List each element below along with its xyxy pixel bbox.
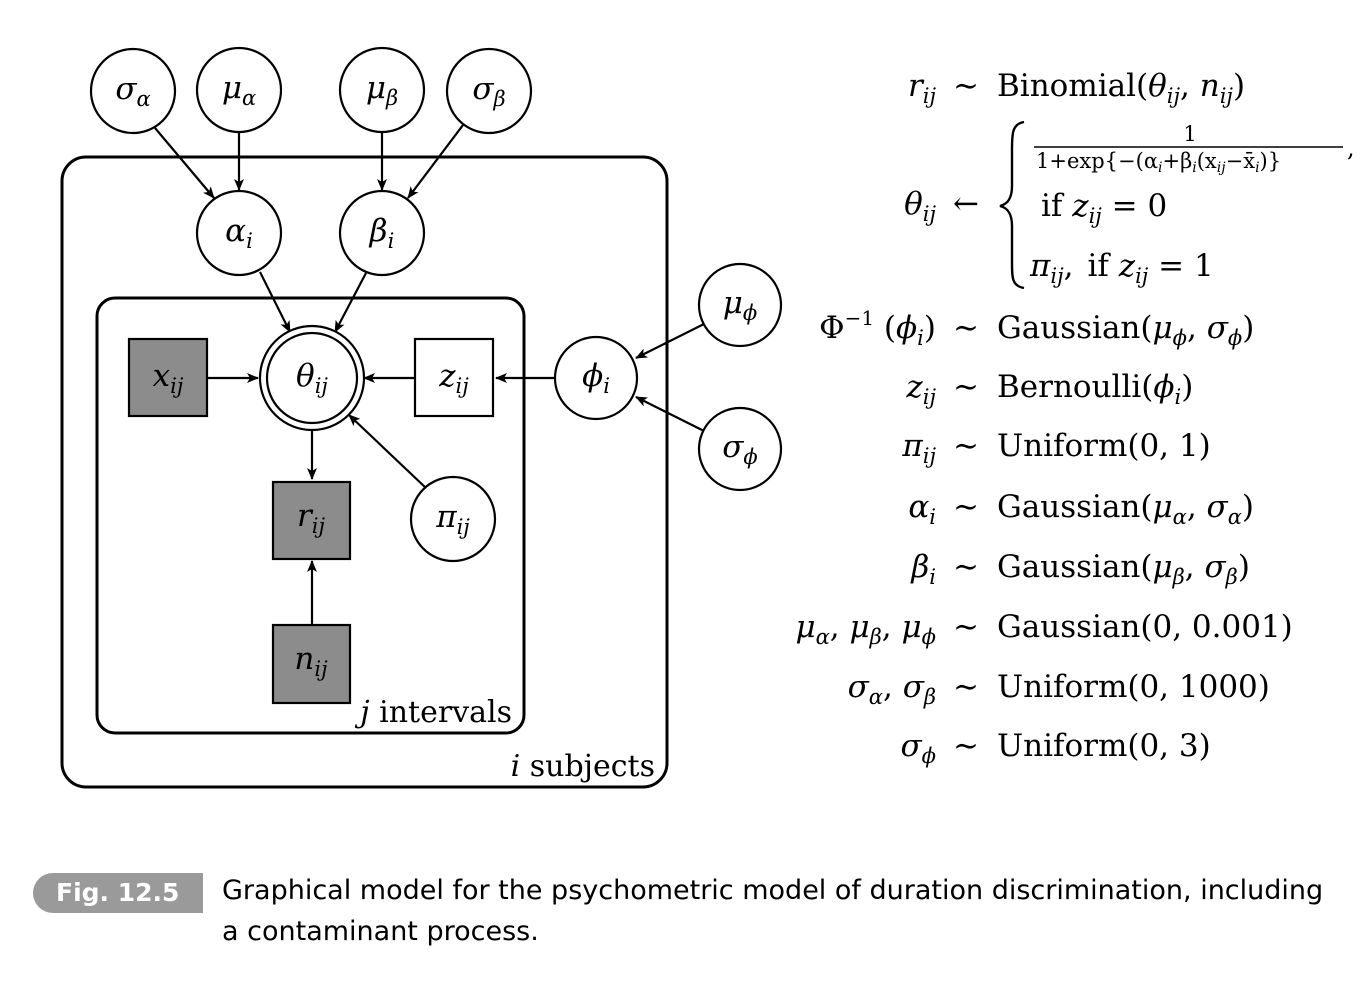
node-theta-ij: θij — [258, 324, 366, 432]
svg-text:πij,if zij = 1: πij,if zij = 1 — [1029, 248, 1214, 288]
svg-text:nij: nij — [294, 641, 328, 681]
svg-text:rij: rij — [908, 68, 937, 108]
svg-text:Gaussian(μα, σα): Gaussian(μα, σα) — [997, 489, 1254, 529]
svg-text:←: ← — [953, 186, 979, 222]
svg-text:Φ−1 (ϕi): Φ−1 (ϕi) — [819, 306, 936, 350]
svg-text:zij: zij — [438, 358, 469, 398]
node-x-ij: xij — [127, 337, 209, 418]
edge-mu-phi-to-phi — [635, 323, 705, 359]
plate-subjects-label: i subjects — [511, 749, 655, 784]
plate-intervals-label: j intervals — [354, 695, 512, 730]
equation-beta: βi ∼ Gaussian(μβ, σβ) — [910, 549, 1250, 589]
model-equations: rij ∼ Binomial(θij, nij) θij ← 1 1+exp{−… — [795, 68, 1354, 768]
svg-text:πij: πij — [435, 499, 470, 539]
svg-text:1: 1 — [1183, 122, 1196, 146]
node-mu-alpha: μα — [195, 46, 283, 134]
svg-text:σα: σα — [115, 71, 150, 111]
cases-brace — [999, 120, 1025, 290]
equation-mus: μα, μβ, μϕ ∼ Gaussian(0, 0.001) — [795, 609, 1292, 649]
node-z-ij: zij — [413, 337, 495, 418]
svg-text:θij: θij — [296, 358, 328, 398]
equation-pi: πij ∼ Uniform(0, 1) — [901, 428, 1210, 468]
svg-text:∼: ∼ — [953, 728, 979, 764]
svg-text:Binomial(θij, nij): Binomial(θij, nij) — [997, 68, 1245, 108]
svg-text:σα, σβ: σα, σβ — [848, 669, 936, 709]
figure-label: Fig. 12.5 — [33, 873, 207, 913]
svg-text:αi: αi — [225, 213, 253, 253]
svg-text:μα: μα — [222, 70, 256, 110]
plate-intervals — [95, 296, 526, 735]
node-sigma-beta: σβ — [445, 47, 533, 135]
node-mu-phi: μϕ — [697, 262, 783, 348]
svg-text:Uniform(0, 1000): Uniform(0, 1000) — [997, 669, 1270, 705]
svg-text:if zij = 0: if zij = 0 — [1041, 188, 1167, 228]
svg-text:∼: ∼ — [953, 549, 979, 585]
svg-text:σβ: σβ — [472, 71, 505, 111]
svg-text:πij: πij — [901, 428, 936, 468]
figure-caption: Graphical model for the psychometric mod… — [222, 875, 1324, 947]
edge-alpha-to-theta — [259, 271, 291, 333]
svg-text:zij: zij — [905, 369, 936, 409]
svg-text:∼: ∼ — [953, 310, 979, 346]
equation-r: rij ∼ Binomial(θij, nij) — [908, 68, 1245, 108]
svg-text:βi: βi — [369, 213, 395, 253]
svg-text:1+exp{−(αi+βi(xij−x̄i)}: 1+exp{−(αi+βi(xij−x̄i)} — [1036, 149, 1281, 176]
equation-alpha: αi ∼ Gaussian(μα, σα) — [908, 489, 1254, 529]
svg-text:Gaussian(μϕ, σϕ): Gaussian(μϕ, σϕ) — [997, 310, 1254, 350]
svg-text:xij: xij — [153, 358, 184, 398]
svg-text:Uniform(0, 3): Uniform(0, 3) — [997, 728, 1211, 764]
svg-text:θij: θij — [904, 186, 936, 226]
edge-sigma-alpha-to-alpha — [154, 127, 215, 199]
svg-text:Uniform(0, 1): Uniform(0, 1) — [997, 428, 1211, 464]
node-beta-i: βi — [338, 189, 426, 277]
equation-z: zij ∼ Bernoulli(ϕi) — [905, 369, 1193, 409]
equation-theta: θij ← 1 1+exp{−(αi+βi(xij−x̄i)} , if zij… — [904, 120, 1355, 290]
edge-pi-to-theta — [348, 414, 427, 489]
svg-text:μα, μβ, μϕ: μα, μβ, μϕ — [795, 609, 936, 649]
node-pi-ij: πij — [409, 475, 497, 563]
node-sigma-alpha: σα — [89, 47, 177, 135]
svg-text:∼: ∼ — [953, 68, 979, 104]
node-r-ij: rij — [271, 480, 352, 561]
svg-text:∼: ∼ — [953, 609, 979, 645]
node-mu-beta: μβ — [338, 46, 426, 134]
node-n-ij: nij — [271, 623, 352, 705]
svg-text:,: , — [1347, 134, 1355, 162]
node-sigma-phi: σϕ — [697, 406, 783, 492]
plate-subjects — [60, 155, 669, 789]
svg-text:σϕ: σϕ — [722, 429, 758, 469]
svg-text:∼: ∼ — [953, 428, 979, 464]
equation-sigma-phi: σϕ ∼ Uniform(0, 3) — [901, 728, 1211, 768]
svg-text:Bernoulli(ϕi): Bernoulli(ϕi) — [997, 369, 1193, 409]
svg-text:σϕ: σϕ — [901, 728, 937, 768]
svg-text:βi: βi — [910, 549, 936, 589]
edge-sigma-beta-to-beta — [407, 124, 464, 199]
svg-text:μϕ: μϕ — [723, 285, 757, 325]
svg-text:∼: ∼ — [953, 669, 979, 705]
svg-text:∼: ∼ — [953, 369, 979, 405]
svg-text:μβ: μβ — [366, 70, 398, 110]
svg-text:Gaussian(0, 0.001): Gaussian(0, 0.001) — [997, 609, 1293, 645]
svg-text:rij: rij — [297, 498, 326, 538]
node-alpha-i: αi — [195, 189, 283, 277]
edge-sigma-phi-to-phi — [635, 396, 705, 432]
edges — [154, 124, 705, 625]
svg-text:αi: αi — [908, 489, 936, 529]
equation-sigmas: σα, σβ ∼ Uniform(0, 1000) — [848, 669, 1270, 709]
node-phi-i: ϕi — [553, 335, 639, 421]
edge-beta-to-theta — [334, 272, 367, 333]
svg-text:Gaussian(μβ, σβ): Gaussian(μβ, σβ) — [997, 549, 1250, 589]
svg-text:ϕi: ϕi — [582, 358, 610, 398]
svg-text:∼: ∼ — [953, 489, 979, 525]
equation-phi: Φ−1 (ϕi) ∼ Gaussian(μϕ, σϕ) — [819, 306, 1254, 350]
